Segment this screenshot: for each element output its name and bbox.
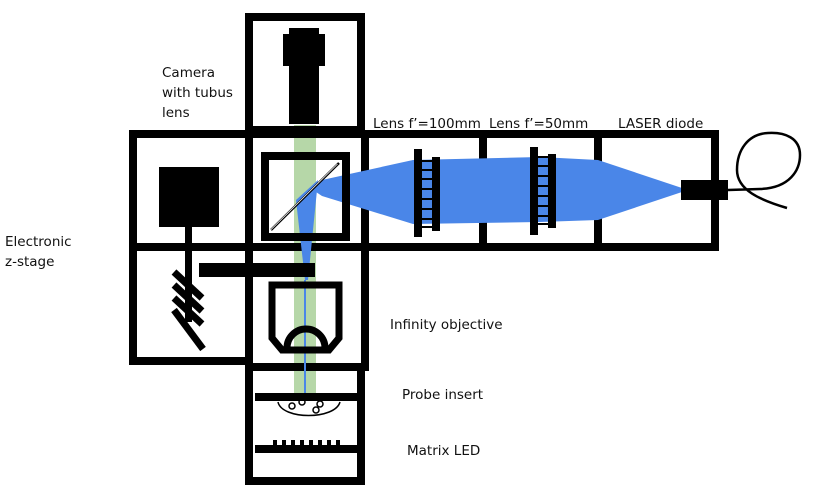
beamsplitter-cube: [261, 152, 350, 241]
matrix-led-label: Matrix LED: [407, 443, 481, 459]
lens-50mm-icon: [530, 147, 556, 235]
probe-insert-label: Probe insert: [402, 387, 484, 403]
laser-diode-label: LASER diode: [618, 116, 704, 132]
laser-diode-icon: [681, 180, 728, 200]
laser-beam-down: [296, 180, 318, 280]
laser-beam-focus: [316, 160, 413, 224]
z-stage-arm: [199, 263, 315, 277]
matrix-led-icon: [255, 440, 361, 453]
objective-label: Infinity objective: [390, 317, 503, 333]
probe-insert-plate: [255, 393, 361, 401]
laser-cable-icon: [727, 131, 802, 210]
camera-label: Camera with tubus lens: [162, 65, 233, 121]
lens-50mm-label: Lens f’=50mm: [489, 116, 589, 132]
probe-sample-icon: [277, 398, 341, 417]
lens-100mm-icon: [414, 149, 440, 237]
lens-100mm-label: Lens f’=100mm: [373, 116, 481, 132]
z-stage-label: Electronic z-stage: [5, 234, 72, 270]
laser-beam-expanded: [540, 157, 688, 222]
laser-beam-thin: [304, 280, 306, 393]
z-stage-motor-icon: [159, 167, 219, 352]
objective-icon: [268, 281, 343, 354]
camera-icon: [283, 28, 325, 124]
laser-beam-mid: [413, 157, 540, 224]
